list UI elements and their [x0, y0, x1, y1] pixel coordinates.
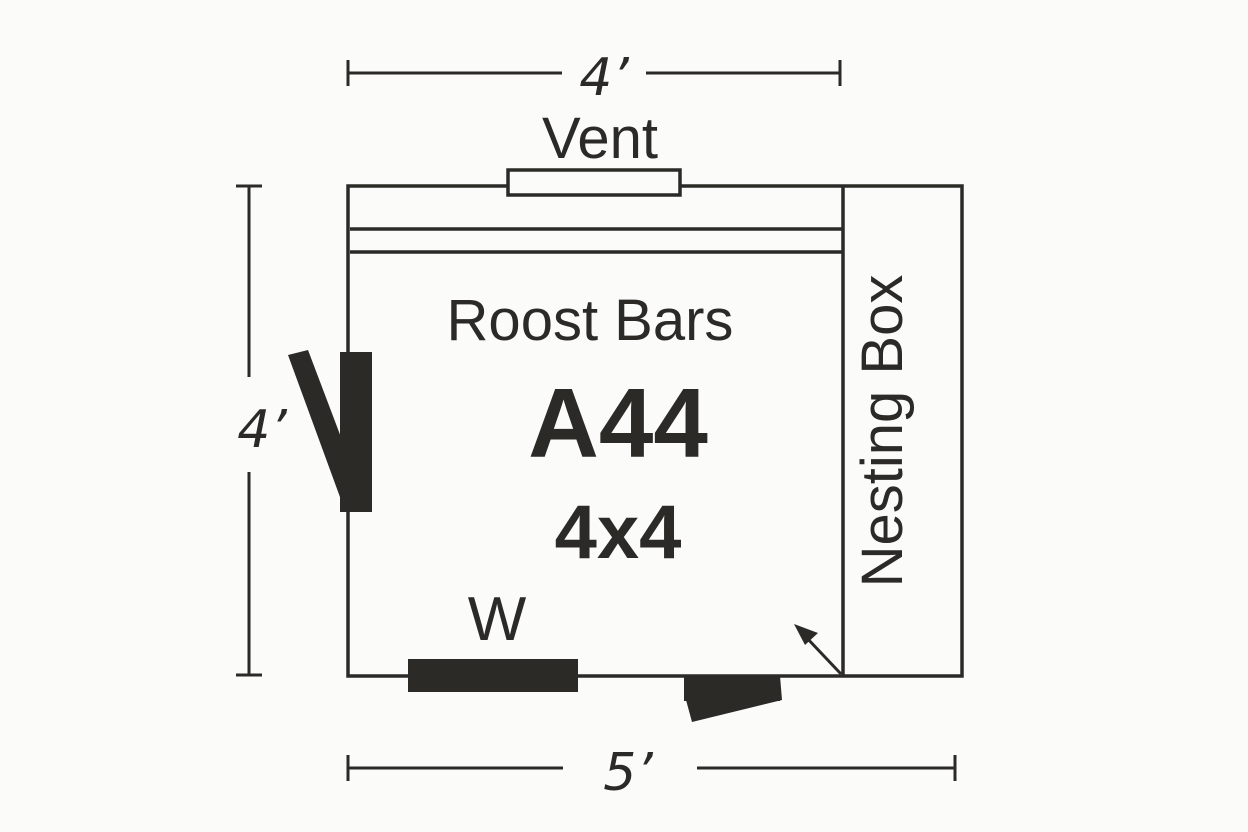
left-dimension-line: [236, 184, 262, 677]
vent-label: Vent: [542, 106, 658, 171]
nesting-box-label: Nesting Box: [850, 275, 915, 588]
bottom-dimension-label: 5’: [603, 743, 653, 803]
vent-opening: [506, 168, 682, 197]
coop-outline: [346, 184, 964, 678]
nesting-box-pointer: [794, 624, 843, 676]
roost-bars-lines: [350, 227, 842, 254]
window-opening: [408, 659, 578, 692]
bottom-dimension-line: [346, 755, 957, 781]
size-code-label: 4x4: [555, 490, 682, 575]
left-dimension-label: 4’: [237, 400, 287, 460]
window-label: W: [468, 585, 527, 654]
roost-bars-label: Roost Bars: [447, 288, 734, 353]
top-dimension-line: [346, 60, 842, 86]
model-code-label: A44: [528, 368, 708, 478]
left-door: [288, 350, 372, 512]
top-dimension-label: 4’: [579, 48, 629, 108]
bottom-door: [684, 676, 782, 722]
